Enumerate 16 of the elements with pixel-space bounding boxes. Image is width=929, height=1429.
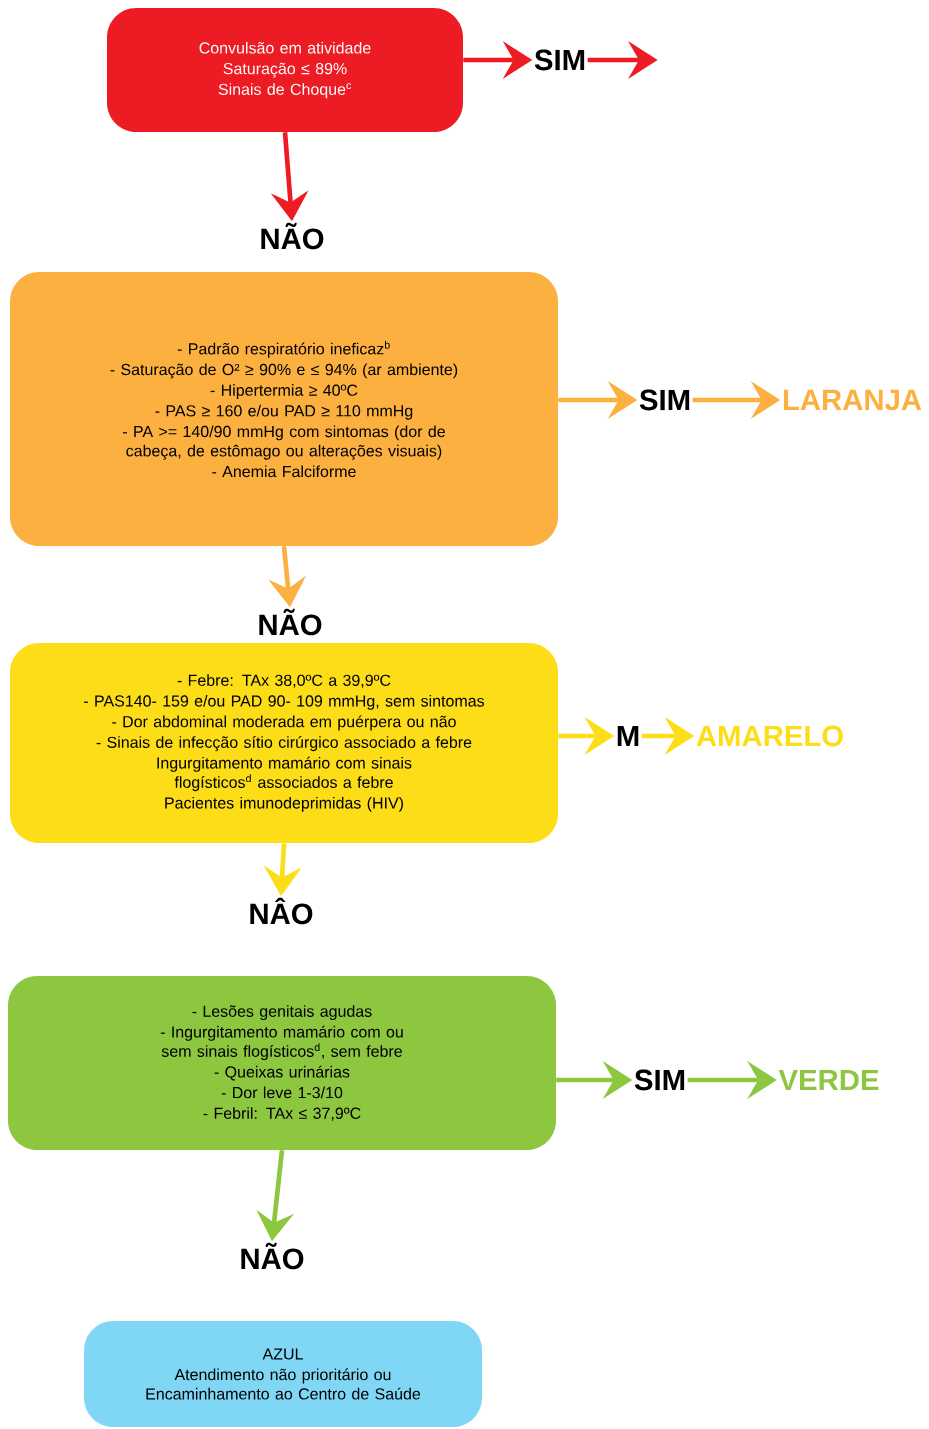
answer-label: SIM	[534, 49, 585, 71]
category-label: AMARELO	[696, 725, 843, 747]
category-label: LARANJA	[783, 389, 922, 411]
criteria-box: - Padrão respiratório ineficaz$^{b}$ - Saturação de O² ≥ 90% e ≤ 94% (ar ambiente) - Hipertermia ≥ 40ºC - PAS ≥ 160 e/ou PAD ≥ 110 mmHg - PA >= 140/90 mmHg com sintomas (dor de cabeça, de estômago ou alterações visuais) - Anemia Falciforme	[10, 272, 558, 546]
category-label: VERDE	[778, 1069, 879, 1091]
criteria-box: - Febre: TAx 38,0ºC a 39,9ºC - PAS140- 159 e/ou PAD 90- 109 mmHg, sem sintomas - Dor abdominal moderada em puérpera ou não - Sinais de infecção sítio cirúrgico associado a febre Ingurgitamento mamário com sinais flogísticos$^{d}$ associados a febre Pacientes imunodeprimidas (HIV)	[10, 643, 558, 843]
answer-label: NÂO	[250, 897, 313, 925]
answer-label: M	[617, 725, 639, 747]
answer-label: NÃO	[259, 608, 322, 636]
answer-label: SIM	[634, 1069, 685, 1091]
answer-label: NÃO	[261, 222, 324, 250]
answer-label: NÃO	[241, 1242, 304, 1270]
criteria-box: - Lesões genitais agudas - Ingurgitamento mamário com ou sem sinais flogísticos$^{d}$, sem febre - Queixas urinárias - Dor leve 1-3/10 - Febril: TAx ≤ 37,9ºC	[8, 976, 556, 1150]
answer-label: SIM	[639, 389, 690, 411]
outcome-box: AZUL Atendimento não prioritário ou Encaminhamento ao Centro de Saúde	[84, 1321, 482, 1427]
criteria-box: Convulsão em atividade Saturação ≤ 89% Sinais de Choque$^{c}$	[107, 8, 463, 132]
